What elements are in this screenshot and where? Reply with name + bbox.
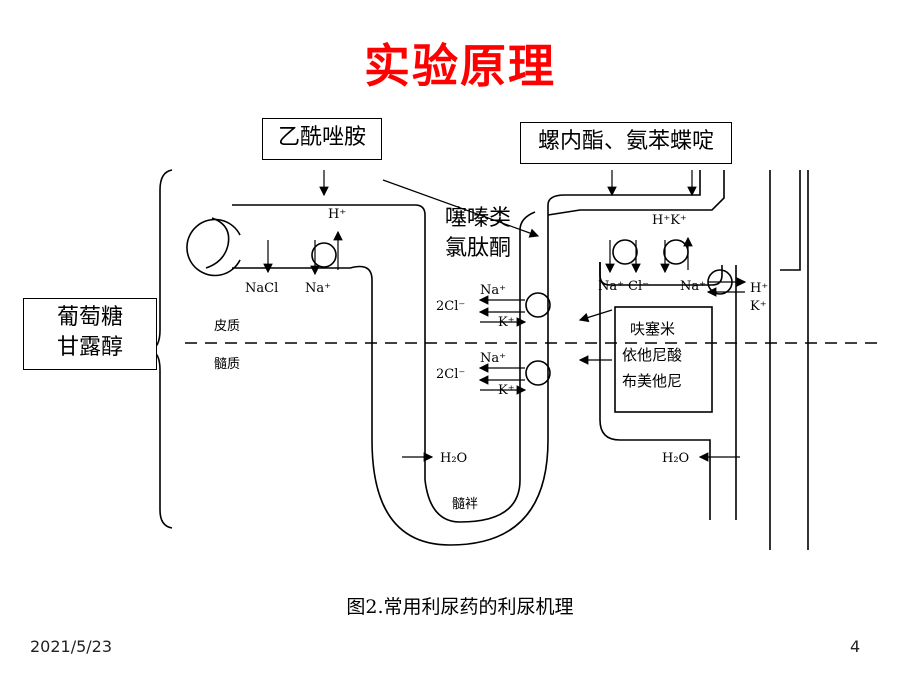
medulla-label: 髓质 (214, 357, 240, 372)
na-label: Na⁺ (598, 279, 624, 294)
na-label: Na⁺ (680, 279, 706, 294)
proximal-tubule (232, 204, 426, 480)
transporter-circle (311, 242, 337, 268)
transporter-circle (525, 360, 551, 386)
loop-drug-2: 依他尼酸 (622, 346, 682, 364)
transporter-circle (663, 239, 689, 265)
glomerulus (186, 218, 241, 277)
h2o-label: H₂O (662, 451, 689, 466)
cortex-label: 皮质 (214, 319, 240, 334)
figure-caption: 图2.常用利尿药的利尿机理 (346, 596, 574, 618)
footer-date: 2021/5/23 (30, 637, 113, 656)
loop-drug-1: 呋塞米 (630, 320, 675, 338)
thiazide-text: 噻嗪类 (444, 206, 511, 231)
cl2-label: 2Cl⁻ (436, 367, 465, 382)
k-label: K⁺ (498, 315, 515, 330)
nacl-label: NaCl (245, 281, 278, 296)
k-label: K⁺ (498, 383, 515, 398)
transporter-circle (525, 292, 551, 318)
na-label: Na⁺ (305, 281, 331, 296)
acetazolamide-label: 乙酰唑胺 (262, 118, 382, 160)
na-label: Na⁺ (480, 283, 506, 298)
spironolactone-label: 螺内酯、氨苯蝶啶 (520, 122, 732, 164)
thiazide-label: 噻嗪类 氯肽酮 (436, 204, 520, 272)
chlorthalidone-text: 氯肽酮 (444, 235, 511, 261)
osmotic-diuretic-label: 葡萄糖 甘露醇 (23, 298, 157, 370)
na-label: Na⁺ (480, 351, 506, 366)
h-label: H⁺ (328, 207, 346, 222)
transporter-circle (612, 239, 638, 265)
cl-label: Cl⁻ (628, 279, 649, 294)
distal-tubule (565, 170, 701, 196)
hk-label: H⁺K⁺ (652, 213, 687, 228)
cl2-label: 2Cl⁻ (436, 299, 465, 314)
h-label: H⁺ (750, 281, 768, 296)
loop-label: 髓袢 (452, 497, 478, 512)
loop-diuretic-box (614, 306, 713, 413)
slide-title: 实验原理 (364, 39, 556, 93)
mannitol-text: 甘露醇 (56, 334, 123, 360)
h2o-label: H₂O (440, 451, 467, 466)
glucose-text: 葡萄糖 (56, 305, 123, 330)
loop-of-henle (371, 439, 549, 546)
loop-drug-3: 布美他尼 (622, 372, 682, 390)
k-label: K⁺ (750, 299, 767, 314)
page-number: 4 (850, 637, 861, 656)
